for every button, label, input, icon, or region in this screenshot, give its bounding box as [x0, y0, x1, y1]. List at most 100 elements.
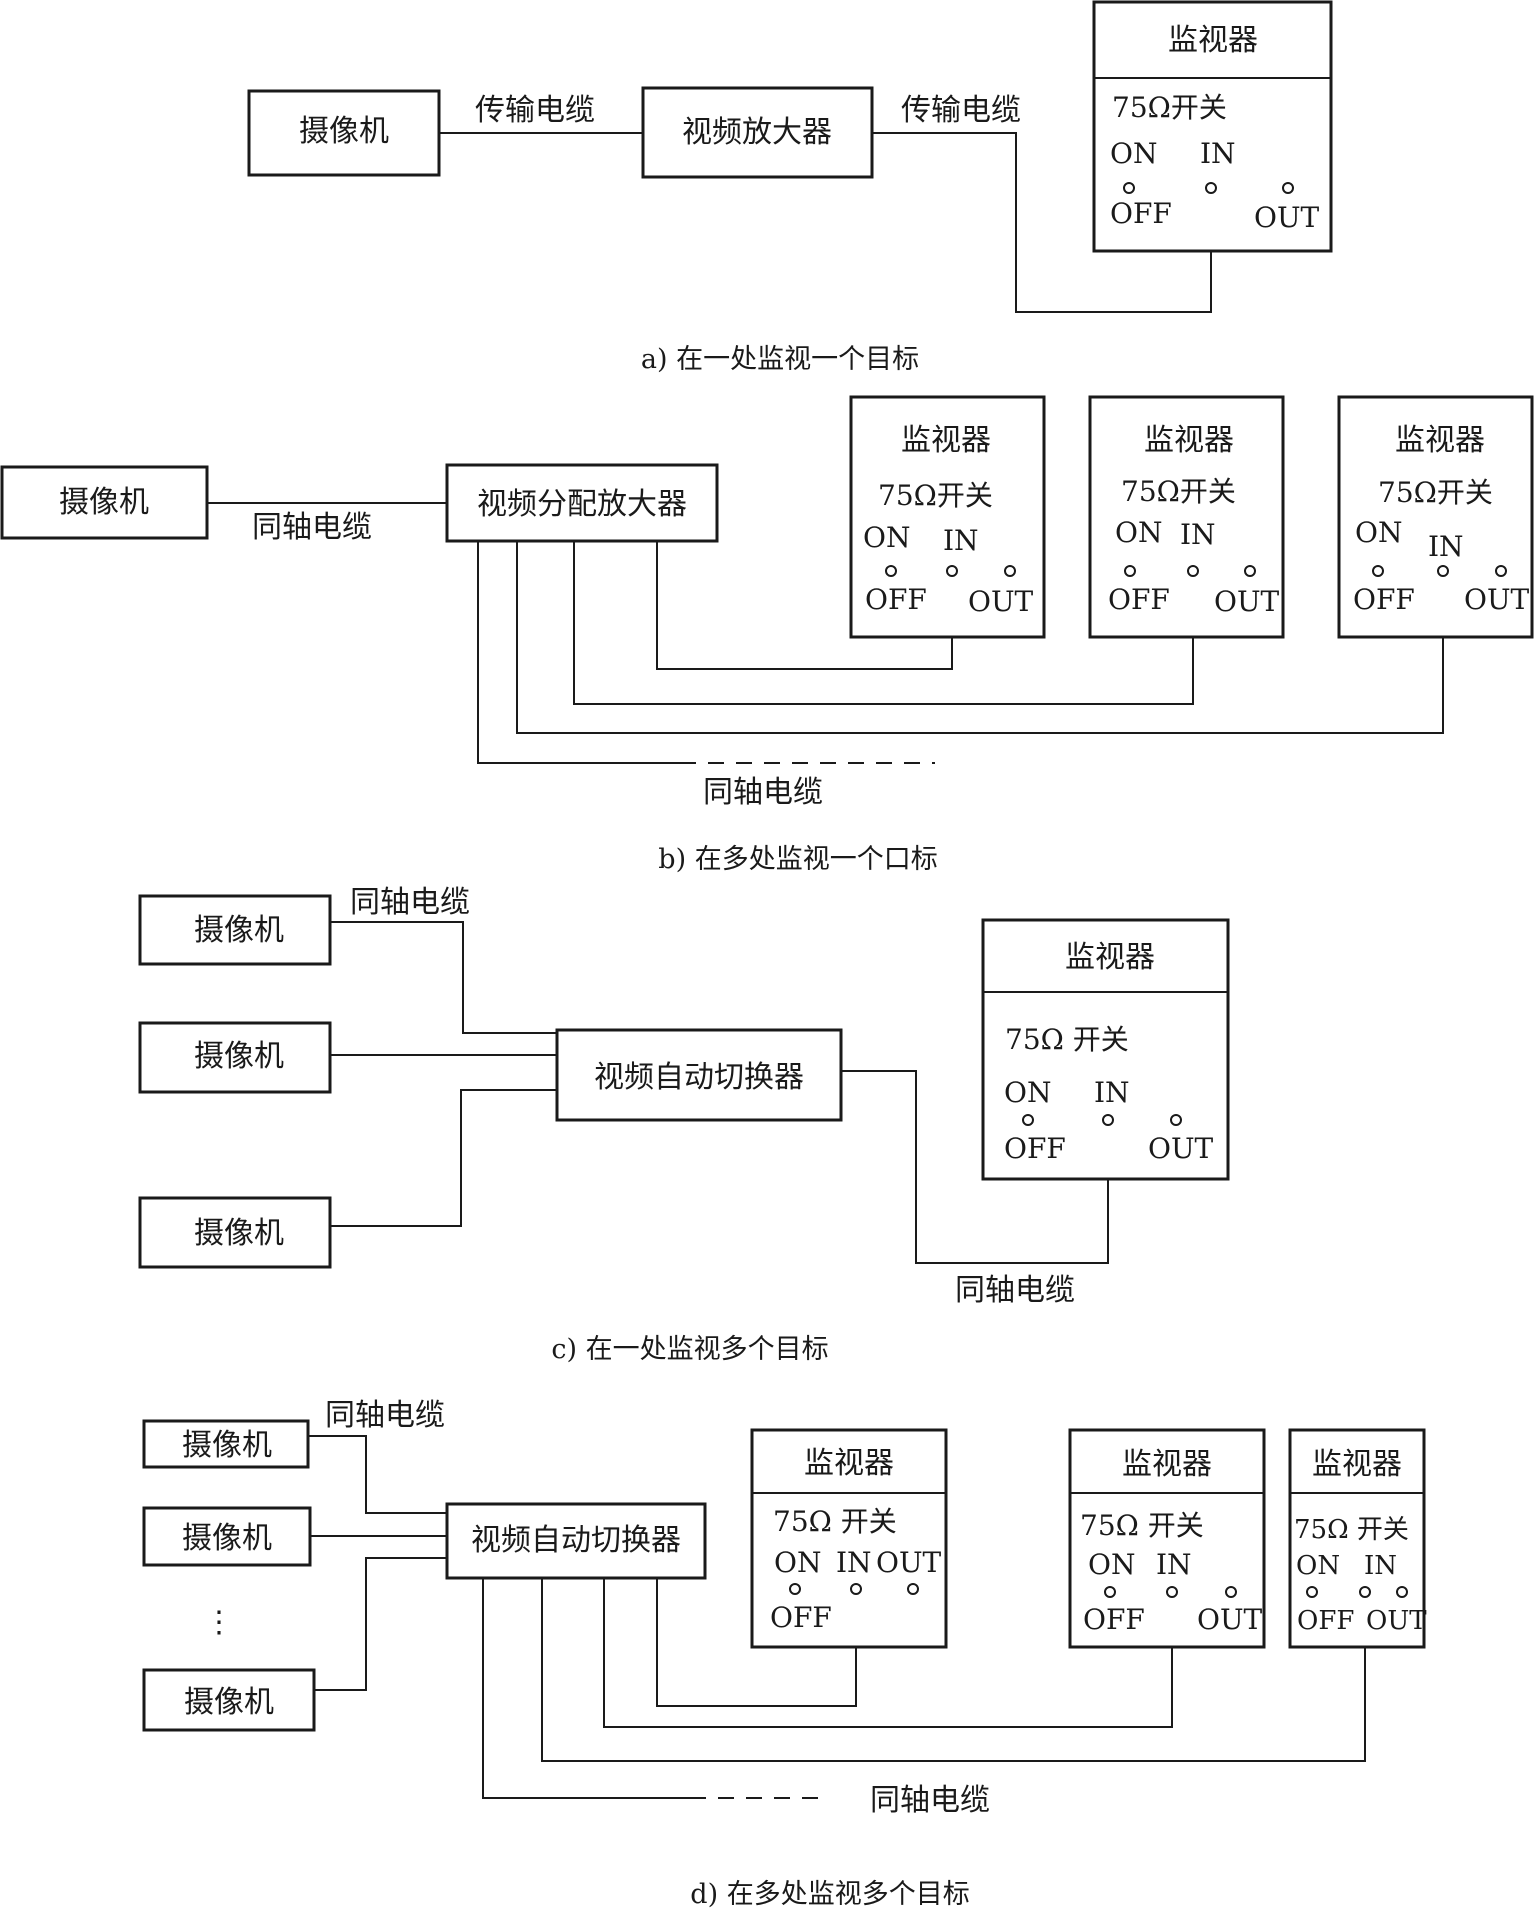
coax-cable-label: 同轴电缆: [870, 1783, 990, 1818]
caption-d: d) 在多处监视多个目标: [690, 1879, 969, 1910]
on-label: ON: [1088, 1548, 1135, 1581]
monitor-box: [849, 395, 1046, 639]
ellipsis: ⋮: [204, 1605, 234, 1640]
on-label: ON: [1110, 137, 1157, 170]
on-label: ON: [1355, 516, 1402, 549]
switch-label: 75Ω开关: [1121, 475, 1236, 508]
coax-cable-label: 同轴电缆: [252, 510, 372, 545]
monitor-label: 监视器: [1168, 23, 1258, 58]
video-switcher-box: [445, 1502, 707, 1580]
in-label: IN: [1364, 1551, 1397, 1581]
monitor-box: [981, 918, 1230, 1181]
in-terminal: [1187, 565, 1199, 577]
monitor-label: 监视器: [1144, 423, 1234, 458]
out-label: OUT: [1197, 1603, 1263, 1636]
switch-label: 75Ω 开关: [1080, 1509, 1204, 1542]
out-label: OUT: [876, 1546, 942, 1579]
out-label: OUT: [1254, 201, 1320, 234]
out-terminal: [1495, 565, 1507, 577]
in-label: IN: [1428, 530, 1464, 563]
coax-cable-wire: [330, 1089, 557, 1227]
out-label: OUT: [968, 585, 1034, 618]
off-label: OFF: [1083, 1603, 1145, 1636]
caption-b: b) 在多处监视一个口标: [658, 844, 937, 875]
out-terminal: [1244, 565, 1256, 577]
on-label: ON: [1004, 1076, 1051, 1109]
off-label: OFF: [770, 1601, 832, 1634]
camera-label: 摄像机: [194, 913, 284, 948]
in-label: IN: [1094, 1076, 1130, 1109]
transmission-cable-label: 传输电缆: [901, 93, 1021, 128]
camera-label: 摄像机: [184, 1685, 274, 1720]
in-terminal: [850, 1583, 862, 1595]
out-label: OUT: [1148, 1132, 1214, 1165]
camera-label: 摄像机: [182, 1428, 272, 1463]
switch-label: 75Ω 开关: [773, 1505, 897, 1538]
out-terminal: [1225, 1586, 1237, 1598]
switch-label: 75Ω开关: [1378, 476, 1493, 509]
in-terminal: [1102, 1114, 1114, 1126]
in-label: IN: [1200, 137, 1236, 170]
off-label: OFF: [1297, 1606, 1354, 1636]
off-terminal: [1372, 565, 1384, 577]
on-label: ON: [774, 1546, 821, 1579]
coax-cable-wire: [841, 1070, 1109, 1264]
camera-box: [247, 89, 441, 177]
off-terminal: [1123, 182, 1135, 194]
camera-box: [142, 1506, 312, 1567]
in-label: IN: [836, 1546, 872, 1579]
switch-label: 75Ω开关: [878, 479, 993, 512]
out-terminal: [1004, 565, 1016, 577]
out-terminal: [1396, 1586, 1408, 1598]
coax-cable-wire: [516, 541, 1444, 734]
in-label: IN: [943, 524, 979, 557]
monitor-label: 监视器: [804, 1446, 894, 1481]
switch-label: 75Ω 开关: [1005, 1023, 1129, 1056]
coax-cable-label: 同轴电缆: [703, 775, 823, 810]
off-label: OFF: [1108, 583, 1170, 616]
caption-c: c) 在一处监视多个目标: [551, 1334, 828, 1365]
camera-box: [142, 1668, 316, 1732]
monitor-box: [1092, 0, 1333, 253]
in-label: IN: [1180, 518, 1216, 551]
off-label: OFF: [1353, 583, 1415, 616]
camera-label: 摄像机: [194, 1039, 284, 1074]
coax-cable-label: 同轴电缆: [325, 1398, 445, 1433]
coax-cable-label: 同轴电缆: [955, 1273, 1075, 1308]
out-terminal: [1170, 1114, 1182, 1126]
camera-box: [142, 1419, 310, 1469]
coax-cable-label: 同轴电缆: [350, 885, 470, 920]
off-terminal: [885, 565, 897, 577]
switch-label: 75Ω 开关: [1294, 1515, 1409, 1545]
coax-cable-wire: [482, 1578, 690, 1799]
monitor-box: [1288, 1428, 1426, 1649]
in-terminal: [1205, 182, 1217, 194]
in-terminal: [1359, 1586, 1371, 1598]
coax-cable-wire: [603, 1578, 1173, 1728]
diagram-a: 摄像机 传输电缆 视频放大器 传输电缆 监视器 75Ω开关 ON IN OFF …: [247, 0, 1333, 375]
off-terminal: [1124, 565, 1136, 577]
coax-cable-wire: [314, 1557, 447, 1691]
transmission-cable-label: 传输电缆: [475, 93, 595, 128]
off-label: OFF: [1004, 1132, 1066, 1165]
video-switcher-label: 视频自动切换器: [594, 1060, 804, 1095]
monitor-label: 监视器: [1065, 940, 1155, 975]
transmission-cable-wire: [872, 132, 1212, 313]
video-amp-label: 视频放大器: [682, 115, 832, 150]
off-terminal: [1104, 1586, 1116, 1598]
monitor-box: [1088, 395, 1285, 639]
in-terminal: [946, 565, 958, 577]
monitor-label: 监视器: [1122, 1447, 1212, 1482]
switch-label: 75Ω开关: [1112, 91, 1227, 124]
camera-box: [138, 894, 332, 966]
monitor-box: [1068, 1428, 1266, 1649]
off-terminal: [1022, 1114, 1034, 1126]
monitor-box: [1337, 395, 1534, 639]
coax-cable-wire: [330, 921, 557, 1034]
in-terminal: [1437, 565, 1449, 577]
out-terminal: [1282, 182, 1294, 194]
camera-box: [138, 1196, 332, 1269]
video-dist-amp-label: 视频分配放大器: [477, 487, 687, 522]
in-label: IN: [1156, 1548, 1192, 1581]
